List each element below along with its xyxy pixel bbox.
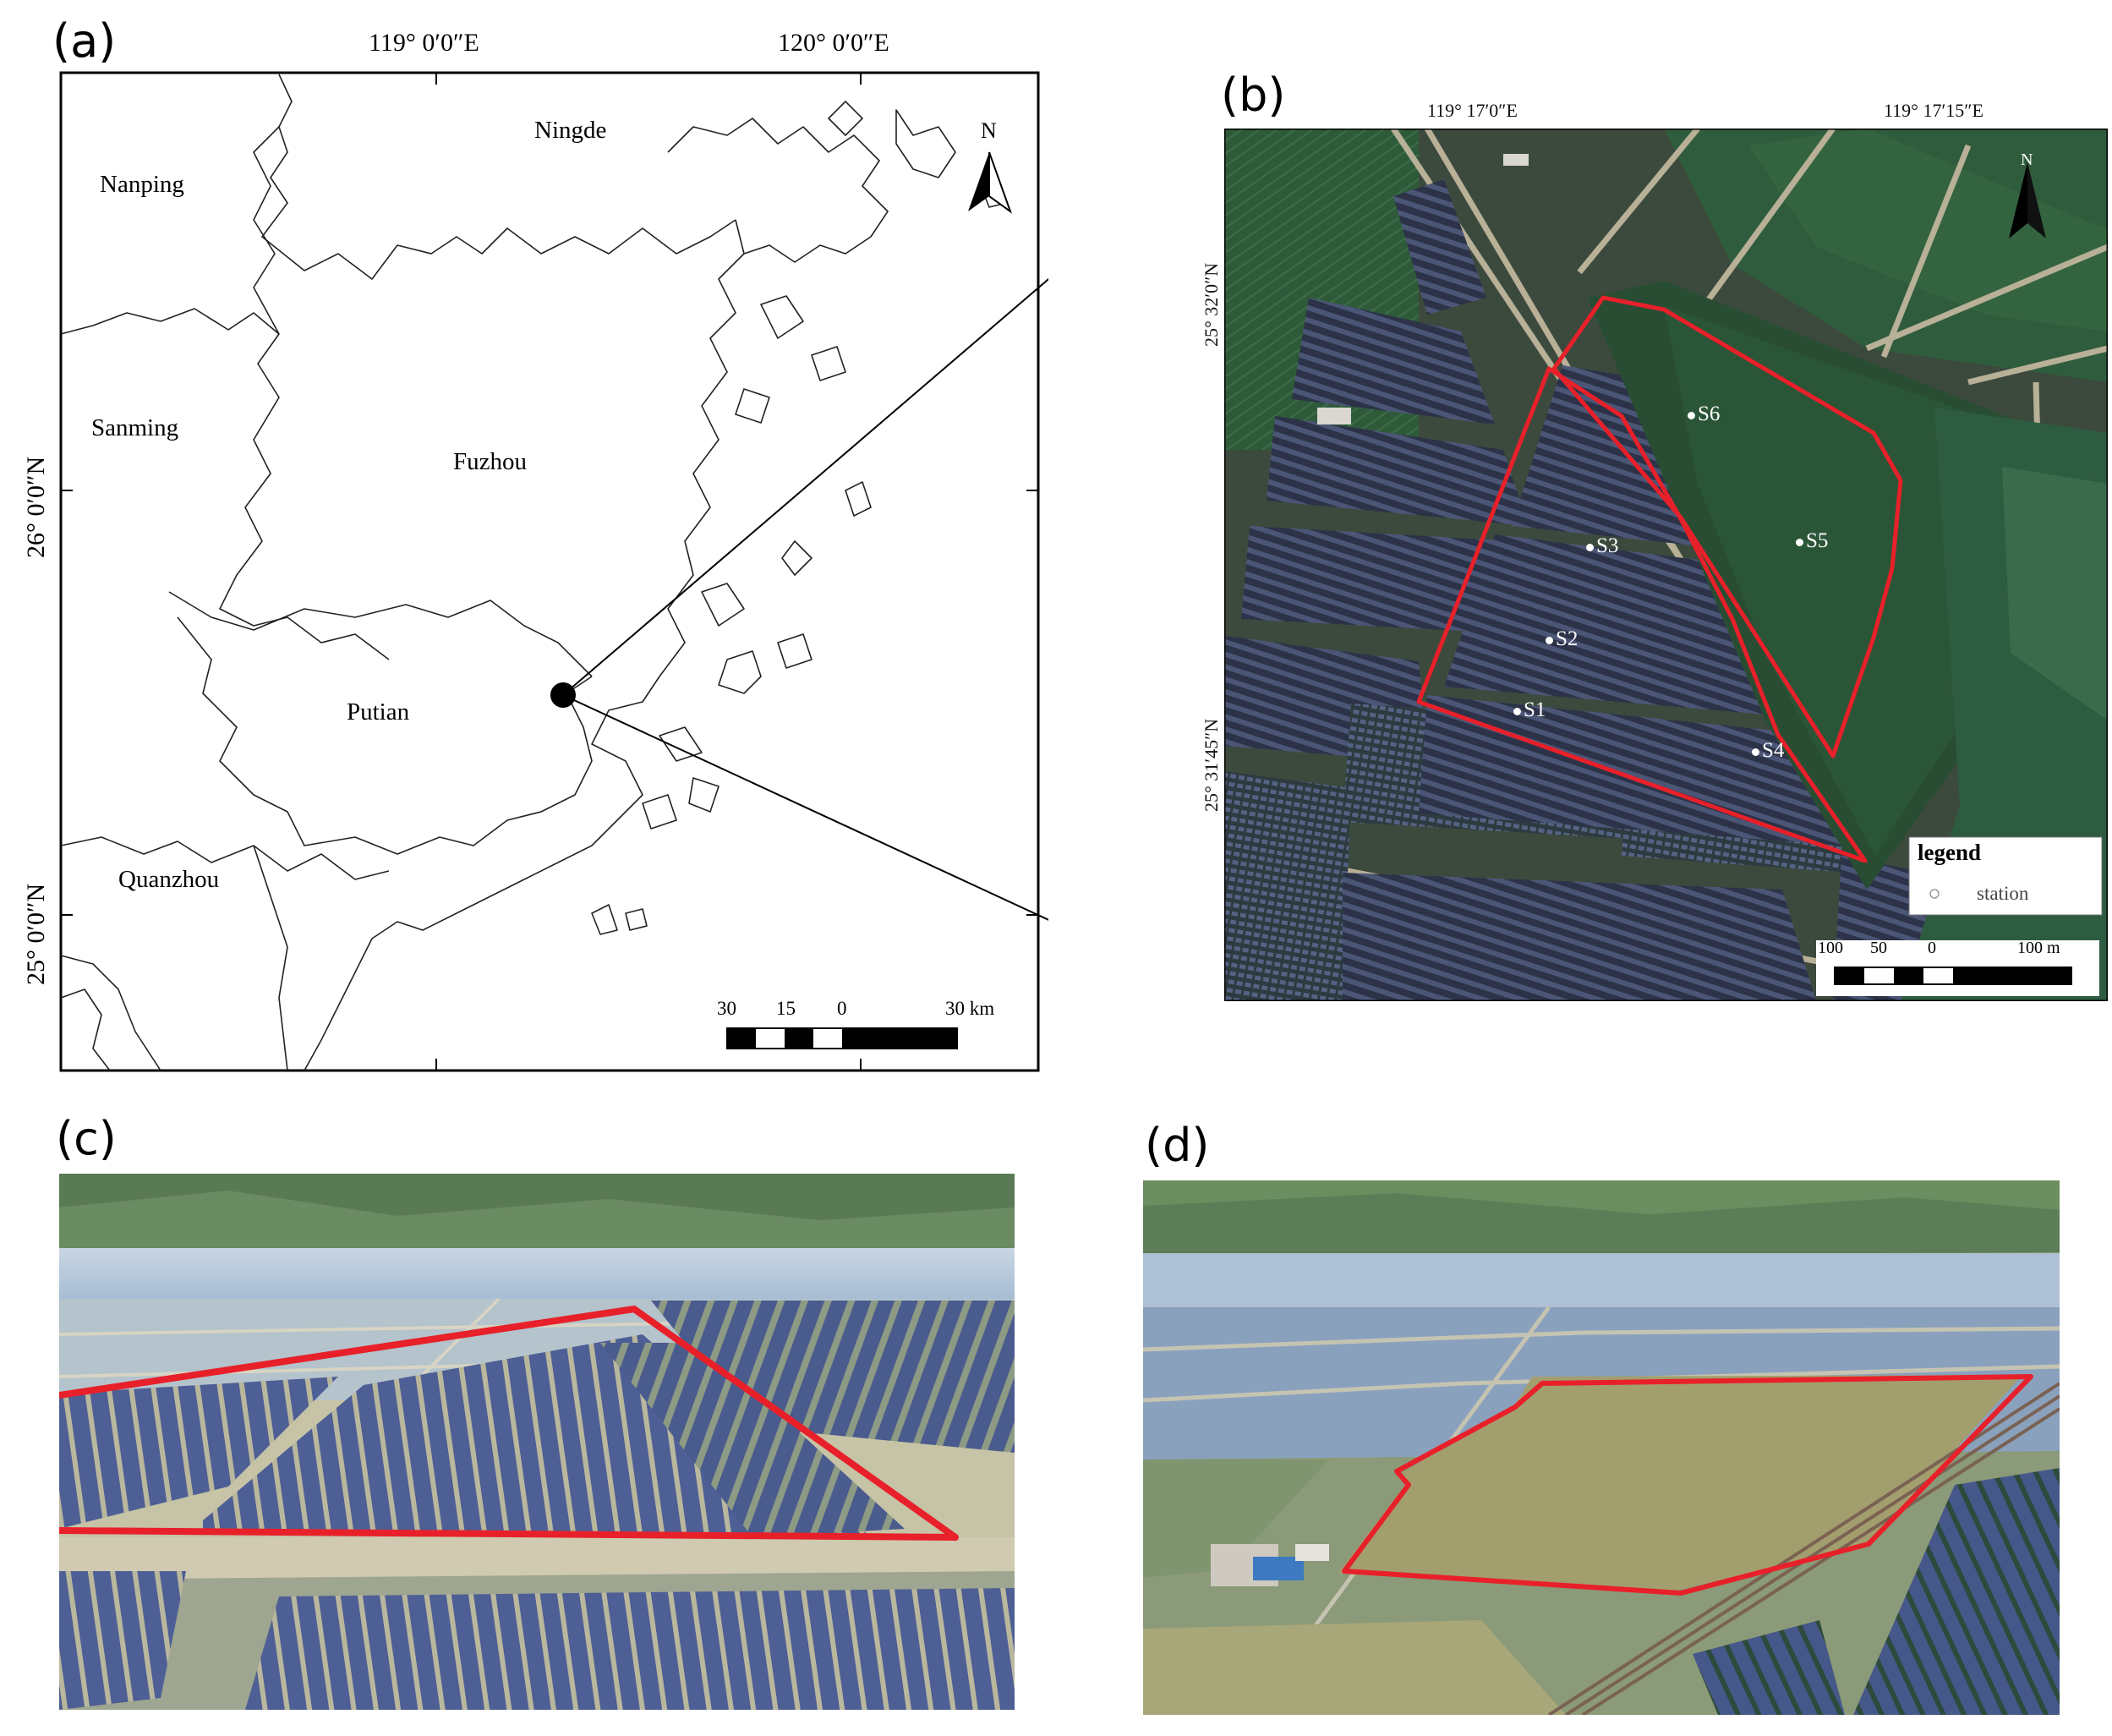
map-a-scale-30km: 30 km <box>945 998 995 1019</box>
map-b-lat-label-1: 25° 32′0″N <box>1201 262 1222 347</box>
city-ningde: Ningde <box>534 117 607 144</box>
station-s3: S3 <box>1586 534 1618 558</box>
map-a-scale-15: 15 <box>776 998 796 1019</box>
map-b-north-label: N <box>2021 151 2033 169</box>
photo-c-solar-farm <box>59 1174 1015 1710</box>
station-dot <box>1586 543 1594 551</box>
border-quanzhou <box>60 836 390 880</box>
border-putian <box>177 616 593 855</box>
map-b-legend-item: station <box>1977 883 2029 904</box>
city-fuzhou: Fuzhou <box>453 448 527 475</box>
map-a-lon-label-2: 120° 0′0″E <box>778 29 889 57</box>
boundary-photovoltaic <box>1416 366 1868 863</box>
map-a-frame <box>59 71 1048 1072</box>
map-b-scale-100m: 100 m <box>2017 939 2060 957</box>
map-a-scale-0: 0 <box>837 998 847 1019</box>
map-a-scale-30: 30 <box>717 998 736 1019</box>
city-sanming: Sanming <box>91 414 179 441</box>
photo-d-boundary <box>1342 1374 2033 1596</box>
city-quanzhou: Quanzhou <box>118 866 220 893</box>
station-s6: S6 <box>1688 403 1720 426</box>
map-b-scale-0: 0 <box>1928 939 1936 957</box>
map-b-satellite <box>1224 129 2108 1001</box>
map-b-lat-label-2: 25° 31′45″N <box>1201 718 1222 812</box>
border-fuzhou-putian <box>168 591 593 677</box>
city-putian: Putian <box>347 698 410 726</box>
photo-d-aquaculture-pond <box>1143 1180 2060 1715</box>
station-dot <box>1796 538 1803 546</box>
station-s2: S2 <box>1546 627 1578 651</box>
map-b-scale-bar <box>1834 967 2072 985</box>
station-s1: S1 <box>1513 698 1546 722</box>
station-s5: S5 <box>1796 529 1828 553</box>
map-b-scale-50: 50 <box>1870 939 1887 957</box>
city-nanping: Nanping <box>100 171 184 198</box>
map-a-scale-bar <box>726 1027 958 1049</box>
coastline <box>304 219 745 1071</box>
station-dot <box>1546 636 1553 644</box>
map-a-north-label: N <box>981 118 997 143</box>
map-b-legend <box>1908 836 2103 916</box>
map-a-north-arrow <box>968 151 1013 214</box>
station-dot <box>1513 707 1521 715</box>
border-ningde <box>261 74 736 280</box>
panel-c-label: (c) <box>56 1112 117 1165</box>
map-b-legend-title: legend <box>1918 840 1982 865</box>
station-s4: S4 <box>1752 739 1784 763</box>
map-b-north-arrow <box>2009 162 2046 238</box>
boundary-pond <box>1551 295 1903 758</box>
map-b-lon-label-1: 119° 17′0″E <box>1427 100 1518 121</box>
photo-c-boundary <box>59 1306 959 1541</box>
map-b-scale-100: 100 <box>1818 939 1843 957</box>
map-a-lon-label-1: 119° 0′0″E <box>369 29 479 57</box>
map-b-lon-label-2: 119° 17′15″E <box>1884 100 1983 121</box>
station-dot <box>1688 411 1695 419</box>
panel-b-label: (b) <box>1221 68 1286 122</box>
panel-a-label: (a) <box>52 14 117 68</box>
border-nanping-sanming <box>60 308 280 335</box>
panel-d-label: (d) <box>1145 1119 1210 1172</box>
station-dot <box>1752 748 1759 756</box>
